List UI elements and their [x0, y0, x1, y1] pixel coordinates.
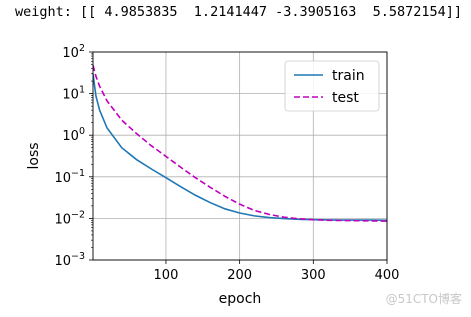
legend-label-train: train: [332, 68, 365, 84]
series-line-test: [93, 65, 387, 222]
y-tick-label: 10−3: [54, 251, 85, 269]
series-line-train: [93, 73, 387, 222]
y-axis-label: loss: [26, 142, 42, 169]
x-tick-label: 300: [301, 268, 326, 283]
legend: train test: [284, 60, 380, 112]
x-tick-label: 200: [227, 268, 252, 283]
x-axis-label: epoch: [219, 291, 262, 307]
x-tick-label: 100: [154, 268, 179, 283]
y-tick-label: 102: [62, 43, 85, 61]
y-ticks: 10−3 10−2 10−1 100 101 102: [54, 43, 93, 269]
x-ticks: 100 200 300 400: [154, 260, 400, 283]
y-tick-label: 101: [62, 85, 85, 103]
y-tick-label: 100: [62, 126, 85, 144]
weight-output-text: weight: [[ 4.9853835 1.2141447 -3.390516…: [15, 4, 463, 20]
watermark-text: @51CTO博客: [386, 291, 462, 306]
y-tick-label: 10−1: [54, 168, 85, 186]
series-lines: [93, 65, 387, 222]
legend-box: [284, 60, 380, 112]
y-tick-label: 10−2: [54, 209, 85, 227]
legend-label-test: test: [332, 90, 359, 106]
x-tick-label: 400: [375, 268, 400, 283]
